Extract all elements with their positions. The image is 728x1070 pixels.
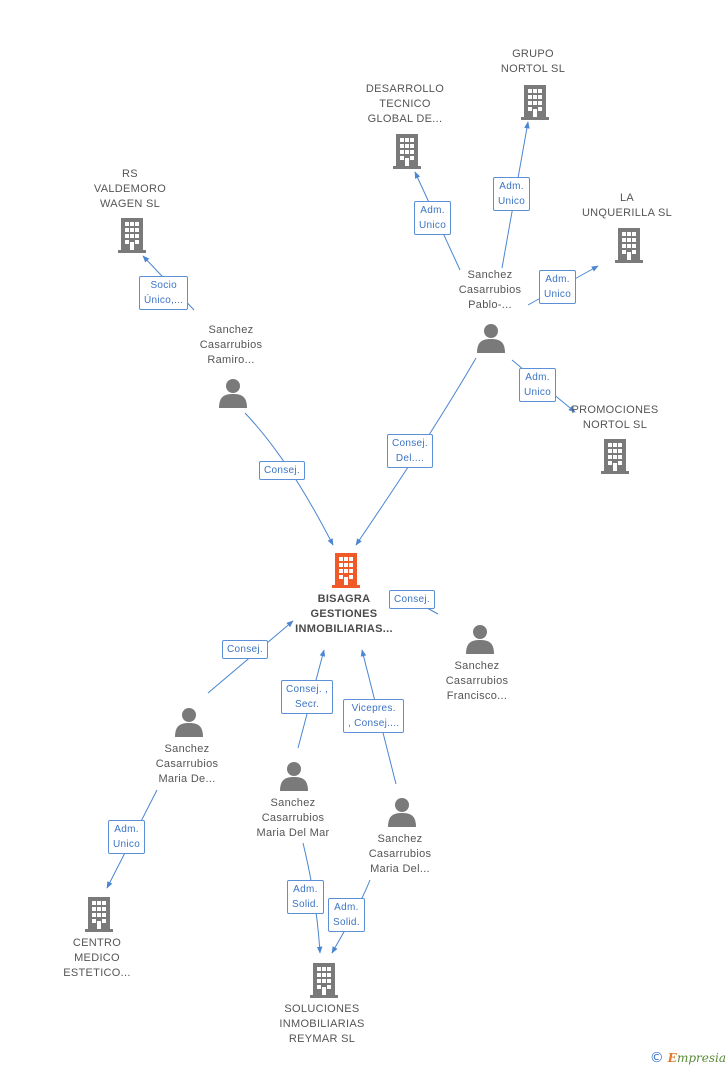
edge-label-pablo-promociones[interactable]: Adm.Unico — [519, 368, 557, 402]
building-icon — [332, 553, 360, 588]
person-icon — [388, 798, 416, 827]
edge-label-pablo-bisagra[interactable]: Consej.Del.... — [387, 434, 434, 468]
building-icon — [601, 439, 629, 474]
building-icon — [85, 897, 113, 932]
building-icon — [615, 228, 643, 263]
edge-label-mariadel-bisagra[interactable]: Vicepres., Consej.... — [343, 699, 405, 733]
person-icon — [280, 762, 308, 791]
edge-label-mariadelmar-bisagra[interactable]: Consej. ,Secr. — [281, 680, 334, 714]
edge-label-francisco-bisagra[interactable]: Consej. — [389, 590, 436, 609]
person-icon — [466, 625, 494, 654]
edge-label-pablo-grupo[interactable]: Adm.Unico — [493, 177, 531, 211]
person-icon — [219, 379, 247, 408]
edge-label-pablo-desarrollo[interactable]: Adm.Unico — [414, 201, 452, 235]
building-icon — [310, 963, 338, 998]
building-icon — [521, 85, 549, 120]
edge-label-ramiro-bisagra[interactable]: Consej. — [259, 461, 306, 480]
copyright-icon: © — [649, 1050, 664, 1066]
person-icon — [477, 324, 505, 353]
building-icon — [393, 134, 421, 169]
person-icon — [175, 708, 203, 737]
edges-layer — [106, 121, 599, 954]
edge-label-pablo-unquerilla[interactable]: Adm.Unico — [539, 270, 577, 304]
empresia-logo[interactable]: ©Empresia — [649, 1050, 726, 1066]
edge-label-mariade-centro[interactable]: Adm.Unico — [108, 820, 146, 854]
edge-label-mariade-bisagra[interactable]: Consej. — [222, 640, 269, 659]
edge-label-mariadel-soluciones[interactable]: Adm.Solid. — [328, 898, 365, 932]
edge-label-mariadelmar-soluciones[interactable]: Adm.Solid. — [287, 880, 324, 914]
building-icon — [118, 218, 146, 253]
